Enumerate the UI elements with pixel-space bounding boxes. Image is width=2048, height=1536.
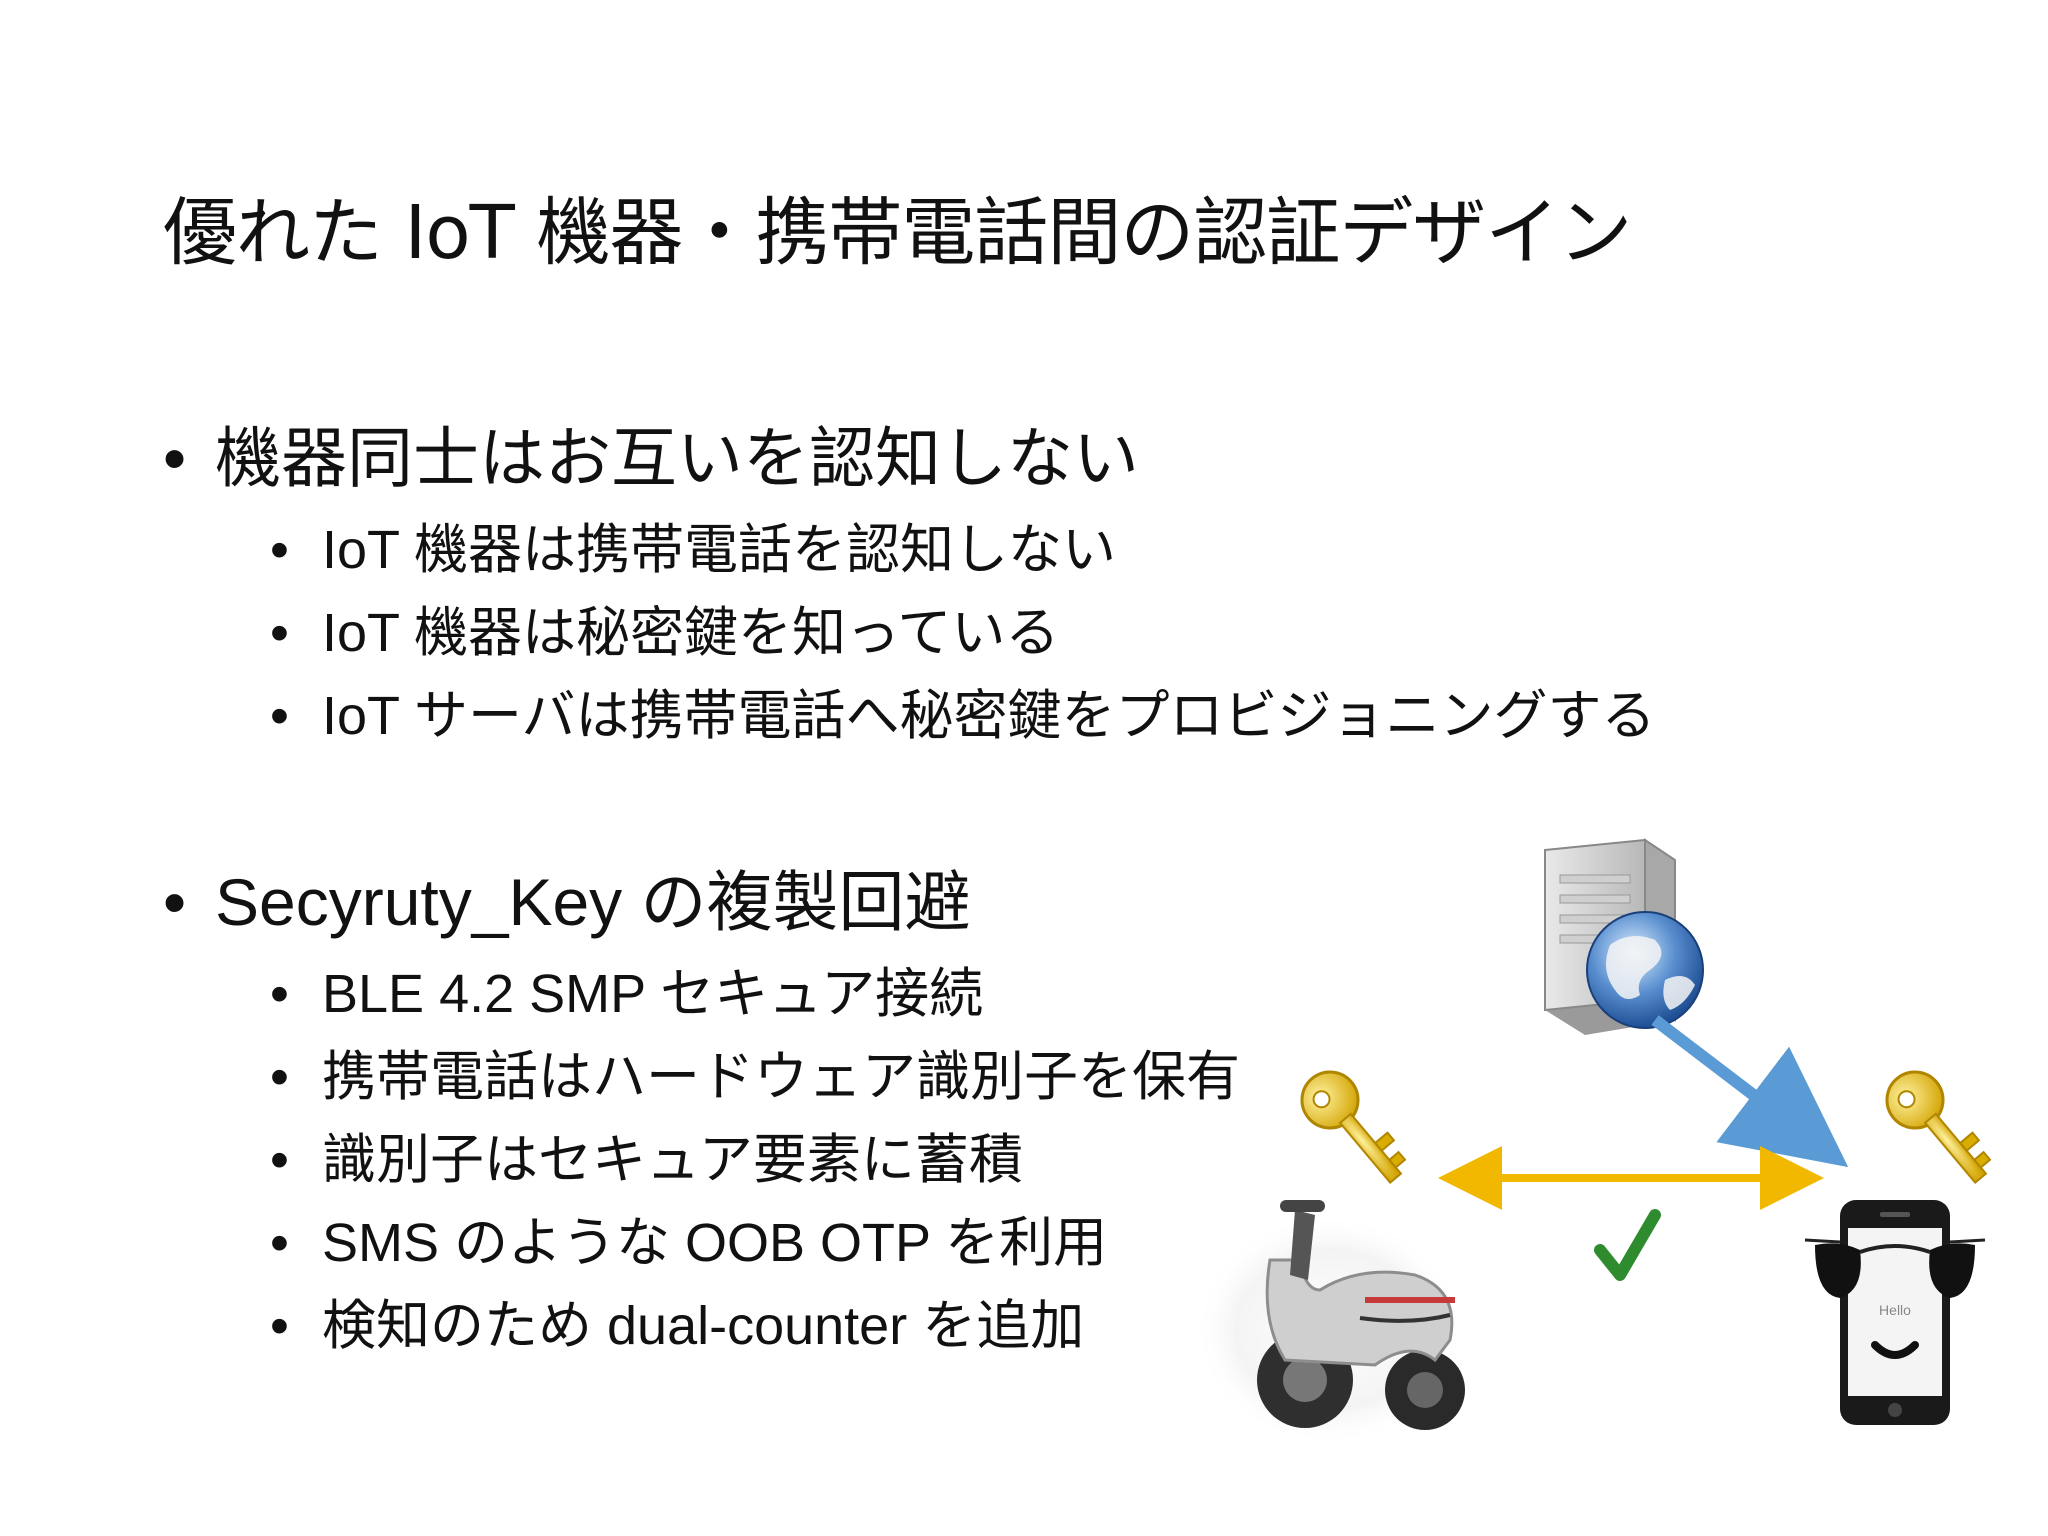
bullet-text: 携帯電話はハードウェア識別子を保有: [322, 1047, 1240, 1107]
bullet-item: • IoT サーバは携帯電話へ秘密鍵をプロビジョニングする: [270, 681, 1656, 751]
bullet-dot: •: [270, 964, 289, 1024]
bullet-dot: •: [270, 603, 289, 663]
bullet-dot: •: [270, 520, 289, 580]
bullet-item: • IoT 機器は秘密鍵を知っている: [270, 598, 1059, 668]
bullet-item: • 識別子はセキュア要素に蓄積: [270, 1125, 1023, 1195]
sunglasses-icon: [1804, 1238, 1986, 1298]
bullet-item: • 携帯電話はハードウェア識別子を保有: [270, 1042, 1240, 1112]
section-1-heading: 機器同士はお互いを認知しない: [215, 421, 1139, 495]
globe-icon: [1586, 911, 1704, 1029]
bullet-text: SMS のような OOB OTP を利用: [322, 1213, 1108, 1273]
bullet-dot: •: [270, 686, 289, 746]
phone-screen-text: Hello: [1879, 1302, 1911, 1318]
bullet-section-1: • 機器同士はお互いを認知しない: [163, 418, 1139, 498]
bullet-dot: •: [270, 1130, 289, 1190]
bullet-dot: •: [270, 1296, 289, 1356]
check-icon: [1594, 1209, 1661, 1281]
bullet-item: • BLE 4.2 SMP セキュア接続: [270, 959, 983, 1029]
bullet-section-2: • Secyruty_Key の複製回避: [163, 862, 971, 942]
bullet-item: • IoT 機器は携帯電話を認知しない: [270, 515, 1116, 585]
bullet-item: • 検知のため dual-counter を追加: [270, 1291, 1084, 1361]
bullet-text: BLE 4.2 SMP セキュア接続: [322, 964, 984, 1024]
bullet-dot: •: [270, 1213, 289, 1273]
bullet-item: • SMS のような OOB OTP を利用: [270, 1208, 1107, 1278]
arrow-icon: [1651, 1015, 1849, 1168]
bullet-text: IoT サーバは携帯電話へ秘密鍵をプロビジョニングする: [322, 686, 1656, 746]
section-2-heading: Secyruty_Key の複製回避: [215, 865, 971, 939]
key-icon: [1885, 1070, 1992, 1185]
bullet-dot: •: [270, 1047, 289, 1107]
key-icon: [1300, 1070, 1407, 1185]
slide-title: 優れた IoT 機器・携帯電話間の認証デザイン: [163, 190, 1632, 276]
bullet-dot: •: [163, 421, 187, 495]
bullet-text: IoT 機器は携帯電話を認知しない: [322, 520, 1117, 580]
bullet-text: IoT 機器は秘密鍵を知っている: [322, 603, 1060, 663]
scooter-icon: [1200, 1200, 1465, 1440]
bullet-dot: •: [163, 865, 187, 939]
smartphone-icon: Hello: [1840, 1200, 1950, 1425]
auth-illustration: Hello: [1200, 838, 1992, 1440]
bullet-text: 検知のため dual-counter を追加: [322, 1296, 1085, 1356]
bullet-text: 識別子はセキュア要素に蓄積: [322, 1130, 1023, 1190]
